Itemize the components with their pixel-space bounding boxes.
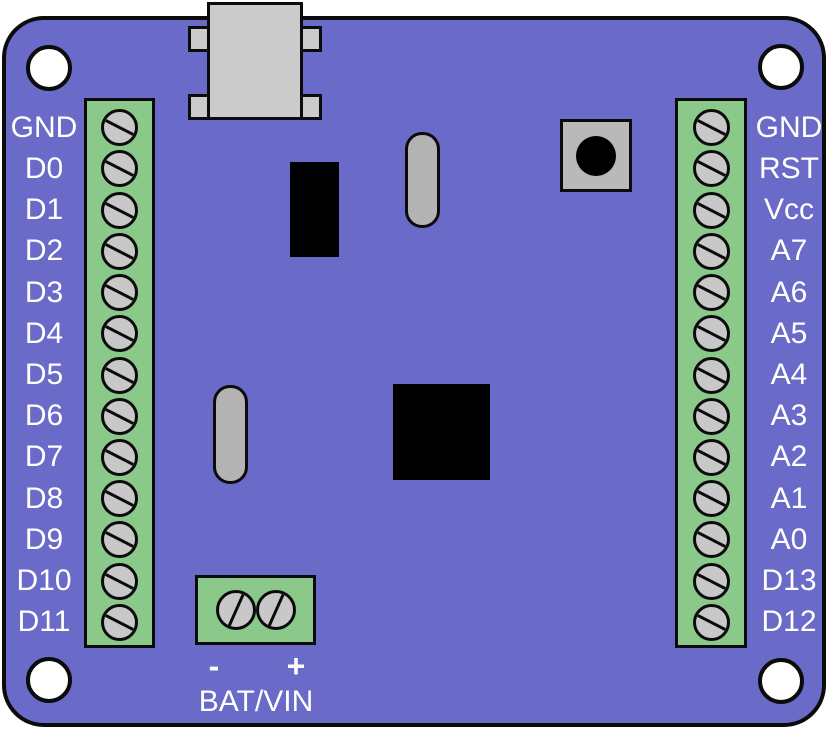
- screw-terminal-icon: [692, 191, 730, 229]
- screw-terminal-icon: [101, 109, 138, 147]
- screw-terminal-icon: [692, 356, 730, 394]
- reset-button-icon: [560, 119, 632, 192]
- screw-terminal-icon: [101, 480, 138, 518]
- screw-terminal-icon: [692, 109, 730, 147]
- screw-terminal-icon: [692, 480, 730, 518]
- screw-terminal-icon: [101, 438, 138, 476]
- screw-terminal-icon: [215, 590, 256, 630]
- pin-label: D9: [24, 522, 64, 556]
- pin-label: D4: [24, 316, 64, 350]
- pin-label: D3: [24, 275, 64, 309]
- pin-label: D7: [24, 440, 64, 474]
- usb-pin-tab: [300, 94, 322, 120]
- mounting-hole-icon: [758, 658, 804, 704]
- battery-minus-label: -: [208, 648, 220, 684]
- pin-label: D2: [24, 234, 64, 268]
- screw-terminal-icon: [255, 590, 296, 630]
- pin-label: A6: [770, 275, 808, 309]
- pin-label: A2: [770, 440, 808, 474]
- screw-terminal-icon: [692, 150, 730, 188]
- pin-label: D0: [24, 151, 64, 185]
- pin-labels-right: GND RST Vcc A7 A6 A5 A4 A3 A2 A1 A0 D13 …: [751, 107, 827, 643]
- pin-label: GND: [10, 110, 78, 144]
- screw-terminal-icon: [101, 232, 138, 270]
- ic-chip-icon: [393, 384, 490, 480]
- pin-label: D1: [24, 193, 64, 227]
- screw-terminal-icon: [101, 274, 138, 312]
- pin-label: D6: [24, 399, 64, 433]
- pin-label: A7: [770, 234, 808, 268]
- screw-terminal-icon: [692, 274, 730, 312]
- battery-vin-label: BAT/VIN: [198, 685, 314, 718]
- screw-terminal-icon: [101, 603, 138, 641]
- screw-terminal-icon: [692, 521, 730, 559]
- pin-label: A3: [770, 399, 808, 433]
- pin-label: A1: [770, 481, 808, 515]
- screw-terminal-icon: [101, 521, 138, 559]
- mounting-hole-icon: [26, 657, 72, 703]
- pin-label: A4: [770, 358, 808, 392]
- smd-component-icon: [290, 162, 339, 257]
- pin-label: Vcc: [763, 193, 814, 227]
- pin-labels-left: GND D0 D1 D2 D3 D4 D5 D6 D7 D8 D9 D10 D1…: [6, 107, 82, 643]
- screw-terminal-icon: [101, 562, 138, 600]
- screw-terminal-icon: [692, 562, 730, 600]
- pin-label: D13: [761, 564, 817, 598]
- pin-label: D12: [761, 605, 817, 639]
- battery-terminal-block: [195, 575, 316, 645]
- pin-label: D8: [24, 481, 64, 515]
- terminal-screws-left: [84, 107, 155, 643]
- screw-terminal-icon: [692, 315, 730, 353]
- pin-label: RST: [759, 151, 819, 185]
- pin-label: A0: [770, 522, 808, 556]
- mounting-hole-icon: [26, 45, 72, 91]
- screw-terminal-icon: [692, 232, 730, 270]
- usb-pin-tab: [300, 26, 322, 52]
- battery-plus-label: +: [286, 648, 306, 684]
- screw-terminal-icon: [692, 438, 730, 476]
- usb-connector-icon: [207, 2, 303, 120]
- screw-terminal-icon: [101, 191, 138, 229]
- terminal-screws-right: [675, 107, 747, 643]
- reset-button-actuator: [576, 135, 616, 176]
- screw-terminal-icon: [692, 603, 730, 641]
- screw-terminal-icon: [101, 356, 138, 394]
- oval-component-icon: [213, 385, 248, 484]
- pin-label: D5: [24, 358, 64, 392]
- screw-terminal-icon: [101, 315, 138, 353]
- pin-label: A5: [770, 316, 808, 350]
- pin-label: D11: [17, 605, 71, 639]
- screw-terminal-icon: [101, 397, 138, 435]
- screw-terminal-icon: [692, 397, 730, 435]
- screw-terminal-icon: [101, 150, 138, 188]
- pin-label: GND: [755, 110, 823, 144]
- mounting-hole-icon: [758, 44, 804, 90]
- pin-label: D10: [16, 564, 72, 598]
- oval-component-icon: [405, 132, 440, 228]
